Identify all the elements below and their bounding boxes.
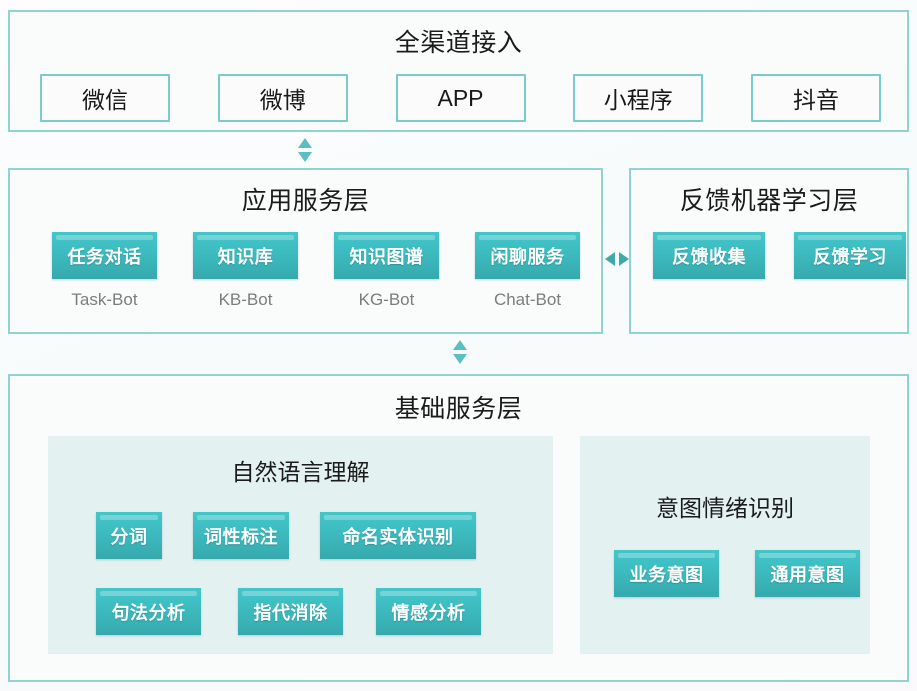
bot-chip-kg-label: 知识图谱 [349,246,424,267]
nlu-chip-coreference-resolution[interactable]: 指代消除 [238,588,343,635]
intent-chip-business-label: 业务意图 [629,564,704,585]
nlu-chip-pos-tagging[interactable]: 词性标注 [193,512,289,559]
channel-box-wechat-label: 微信 [82,87,128,113]
channel-box-douyin-label: 抖音 [793,87,839,113]
feedback-chip-collection-label: 反馈收集 [672,246,746,267]
bot-caption-task: Task-Bot [71,290,138,309]
bot-caption-kb: KB-Bot [218,290,273,309]
nlu-chip-word-segmentation[interactable]: 分词 [96,512,162,559]
arrow-up-glyph [298,138,312,148]
bot-chip-chat-label: 闲聊服务 [490,246,565,267]
layer-channel-access-title: 全渠道接入 [394,29,523,57]
double-arrow-horizontal-icon-application-feedback [605,251,629,267]
nlu-chip-sentiment-analysis[interactable]: 情感分析 [376,588,481,635]
bot-caption-kg: KG-Bot [358,290,415,309]
channel-box-app-label: APP [437,84,484,111]
bot-chip-task[interactable]: 任务对话 [52,232,157,279]
intent-chip-general[interactable]: 通用意图 [755,550,860,597]
layer-base-service-title: 基础服务层 [394,395,523,423]
channel-box-weibo-label: 微博 [259,87,306,113]
feedback-chip-collection[interactable]: 反馈收集 [653,232,765,279]
arrow-down-glyph [453,354,467,364]
channel-box-miniprogram[interactable]: 小程序 [573,74,704,122]
bot-chip-kg[interactable]: 知识图谱 [334,232,439,279]
intent-chip-general-label: 通用意图 [770,564,845,585]
channel-box-douyin[interactable]: 抖音 [751,74,881,122]
bot-chip-task-label: 任务对话 [67,246,142,267]
channel-box-miniprogram-label: 小程序 [603,87,673,113]
subpanel-intent-title: 意图情绪识别 [656,495,794,521]
channel-box-wechat[interactable]: 微信 [40,74,170,122]
layer-feedback-machine-learning: 反馈机器学习层 反馈收集 反馈学习 [629,168,909,334]
subpanel-natural-language-understanding: 自然语言理解 分词 词性标注 命名实体识别 句法分析 指代消除 情感分析 [48,436,553,654]
arrow-up-glyph [453,340,467,350]
subpanel-nlu-title: 自然语言理解 [231,459,370,485]
subpanel-intent-emotion-recognition: 意图情绪识别 业务意图 通用意图 [580,436,870,654]
channel-box-app[interactable]: APP [395,74,526,122]
layer-application-service: 应用服务层 任务对话 Task-Bot 知识库 KB-Bot 知识图谱 KG-B… [8,168,603,334]
channel-box-weibo[interactable]: 微博 [217,74,348,122]
nlu-chip-pos-tagging-label: 词性标注 [204,526,278,547]
bot-caption-chat: Chat-Bot [493,290,562,309]
nlu-chip-coreference-resolution-label: 指代消除 [253,602,328,623]
bot-chip-chat[interactable]: 闲聊服务 [475,232,580,279]
nlu-chip-named-entity-recognition-label: 命名实体识别 [342,526,454,547]
nlu-chip-syntactic-parsing[interactable]: 句法分析 [96,588,201,635]
nlu-chip-word-segmentation-label: 分词 [110,526,148,547]
bot-chip-kb[interactable]: 知识库 [193,232,298,279]
layer-channel-access: 全渠道接入 微信 微博 APP 小程序 抖音 [8,10,909,132]
nlu-chip-sentiment-analysis-label: 情感分析 [391,602,466,623]
channel-box-row: 微信 微博 APP 小程序 抖音 [40,74,881,122]
nlu-chip-syntactic-parsing-label: 句法分析 [111,602,186,623]
bot-chip-kb-label: 知识库 [217,246,274,267]
arrow-down-glyph [298,152,312,162]
feedback-chip-learning[interactable]: 反馈学习 [794,232,906,279]
layer-application-service-title: 应用服务层 [241,187,370,215]
arrow-left-glyph [605,252,615,266]
feedback-chip-learning-label: 反馈学习 [813,246,887,267]
double-arrow-vertical-icon-application-base [452,340,468,364]
arrow-right-glyph [619,252,629,266]
layer-base-service: 基础服务层 自然语言理解 分词 词性标注 命名实体识别 句法分析 指代消除 情感… [8,374,909,682]
intent-chip-business[interactable]: 业务意图 [614,550,719,597]
double-arrow-vertical-icon-channel-application [297,138,313,162]
layer-feedback-machine-learning-title: 反馈机器学习层 [679,187,859,215]
nlu-chip-named-entity-recognition[interactable]: 命名实体识别 [320,512,476,559]
